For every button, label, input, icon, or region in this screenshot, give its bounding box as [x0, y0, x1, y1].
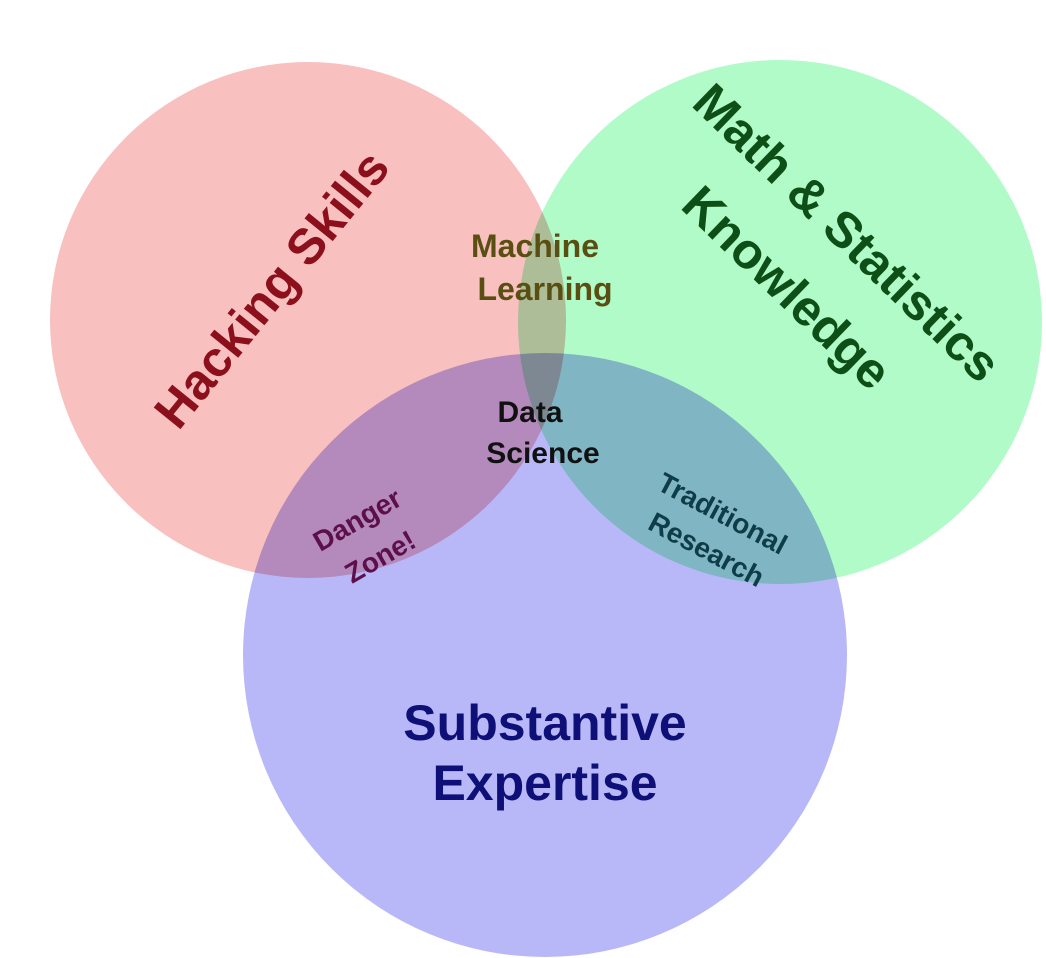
machine-learning-line1: Machine: [471, 228, 599, 264]
machine-learning-line2: Learning: [477, 271, 612, 307]
data-science-line1: Data: [497, 396, 562, 429]
set-circles: [50, 60, 1042, 957]
data-science-line2: Science: [486, 437, 599, 470]
substantive-label: Substantive: [403, 695, 686, 751]
substantive-expertise-circle: [243, 353, 847, 957]
expertise-label: Expertise: [432, 755, 657, 811]
